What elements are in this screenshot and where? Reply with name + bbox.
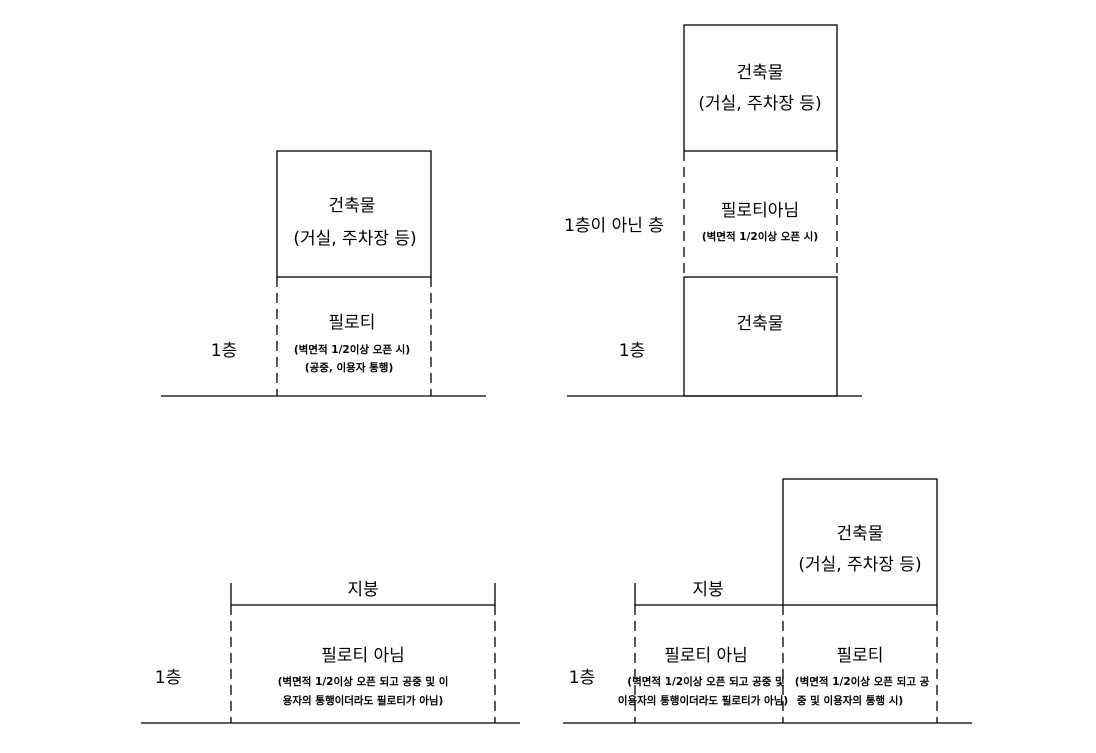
floor-label: 1층 (569, 668, 595, 688)
panel-3-roof-only: 지붕 필로티 아님 (벽면적 1/2이상 오픈 되고 공중 및 이 용자의 통행… (141, 580, 520, 724)
building-box (276, 150, 432, 278)
building-label: 건축물 (737, 63, 784, 83)
floor-label: 1층 (211, 341, 237, 361)
panel-4-mixed: 지붕 건축물 (거실, 주차장 등) 필로티 아님 (벽면적 1/2이상 오픈 … (563, 478, 972, 724)
building-box-bottom (683, 276, 838, 397)
not-piloti-label: 필로티아님 (721, 201, 799, 221)
piloti-label: 필로티 (837, 646, 884, 666)
roof-label: 지붕 (347, 580, 378, 600)
not-piloti-note: 용자의 통행이더라도 필로티가 아님) (283, 694, 444, 707)
not-piloti-note: (벽면적 1/2이상 오픈 되고 공중 및 (627, 675, 785, 688)
building-label: 건축물 (837, 524, 884, 544)
not-piloti-label: 필로티 아님 (321, 646, 405, 666)
building-label: 건축물 (329, 196, 376, 216)
upper-floor-label: 1층이 아닌 층 (564, 216, 664, 236)
not-piloti-note: (벽면적 1/2이상 오픈 시) (702, 230, 818, 243)
piloti-note: (벽면적 1/2이상 오픈 되고 공 (795, 675, 930, 688)
building-label: 건축물 (737, 314, 784, 334)
panel-1-piloti: 건축물 (거실, 주차장 등) 필로티 (벽면적 1/2이상 오픈 시) (공중… (161, 150, 486, 397)
not-piloti-label: 필로티 아님 (664, 646, 748, 666)
building-sub-label: (거실, 주차장 등) (798, 555, 921, 575)
floor-label: 1층 (619, 341, 645, 361)
floor-label: 1층 (155, 668, 181, 688)
piloti-note: (벽면적 1/2이상 오픈 시) (294, 343, 410, 356)
building-box (782, 478, 938, 606)
panel-2-upper-floor: 건축물 (거실, 주차장 등) 필로티아님 (벽면적 1/2이상 오픈 시) 1… (564, 24, 862, 397)
roof-label: 지붕 (692, 580, 723, 600)
piloti-label: 필로티 (329, 313, 376, 333)
not-piloti-note: (벽면적 1/2이상 오픈 되고 공중 및 이 (278, 675, 449, 688)
piloti-note: 중 및 이용자의 통행 시) (797, 694, 903, 707)
building-sub-label: (거실, 주차장 등) (698, 94, 821, 114)
piloti-note: (공중, 이용자 통행) (305, 361, 394, 374)
building-box-top (683, 24, 838, 152)
not-piloti-note: 이용자의 통행이더라도 필로티가 아님) (618, 694, 788, 707)
building-sub-label: (거실, 주차장 등) (293, 229, 416, 249)
